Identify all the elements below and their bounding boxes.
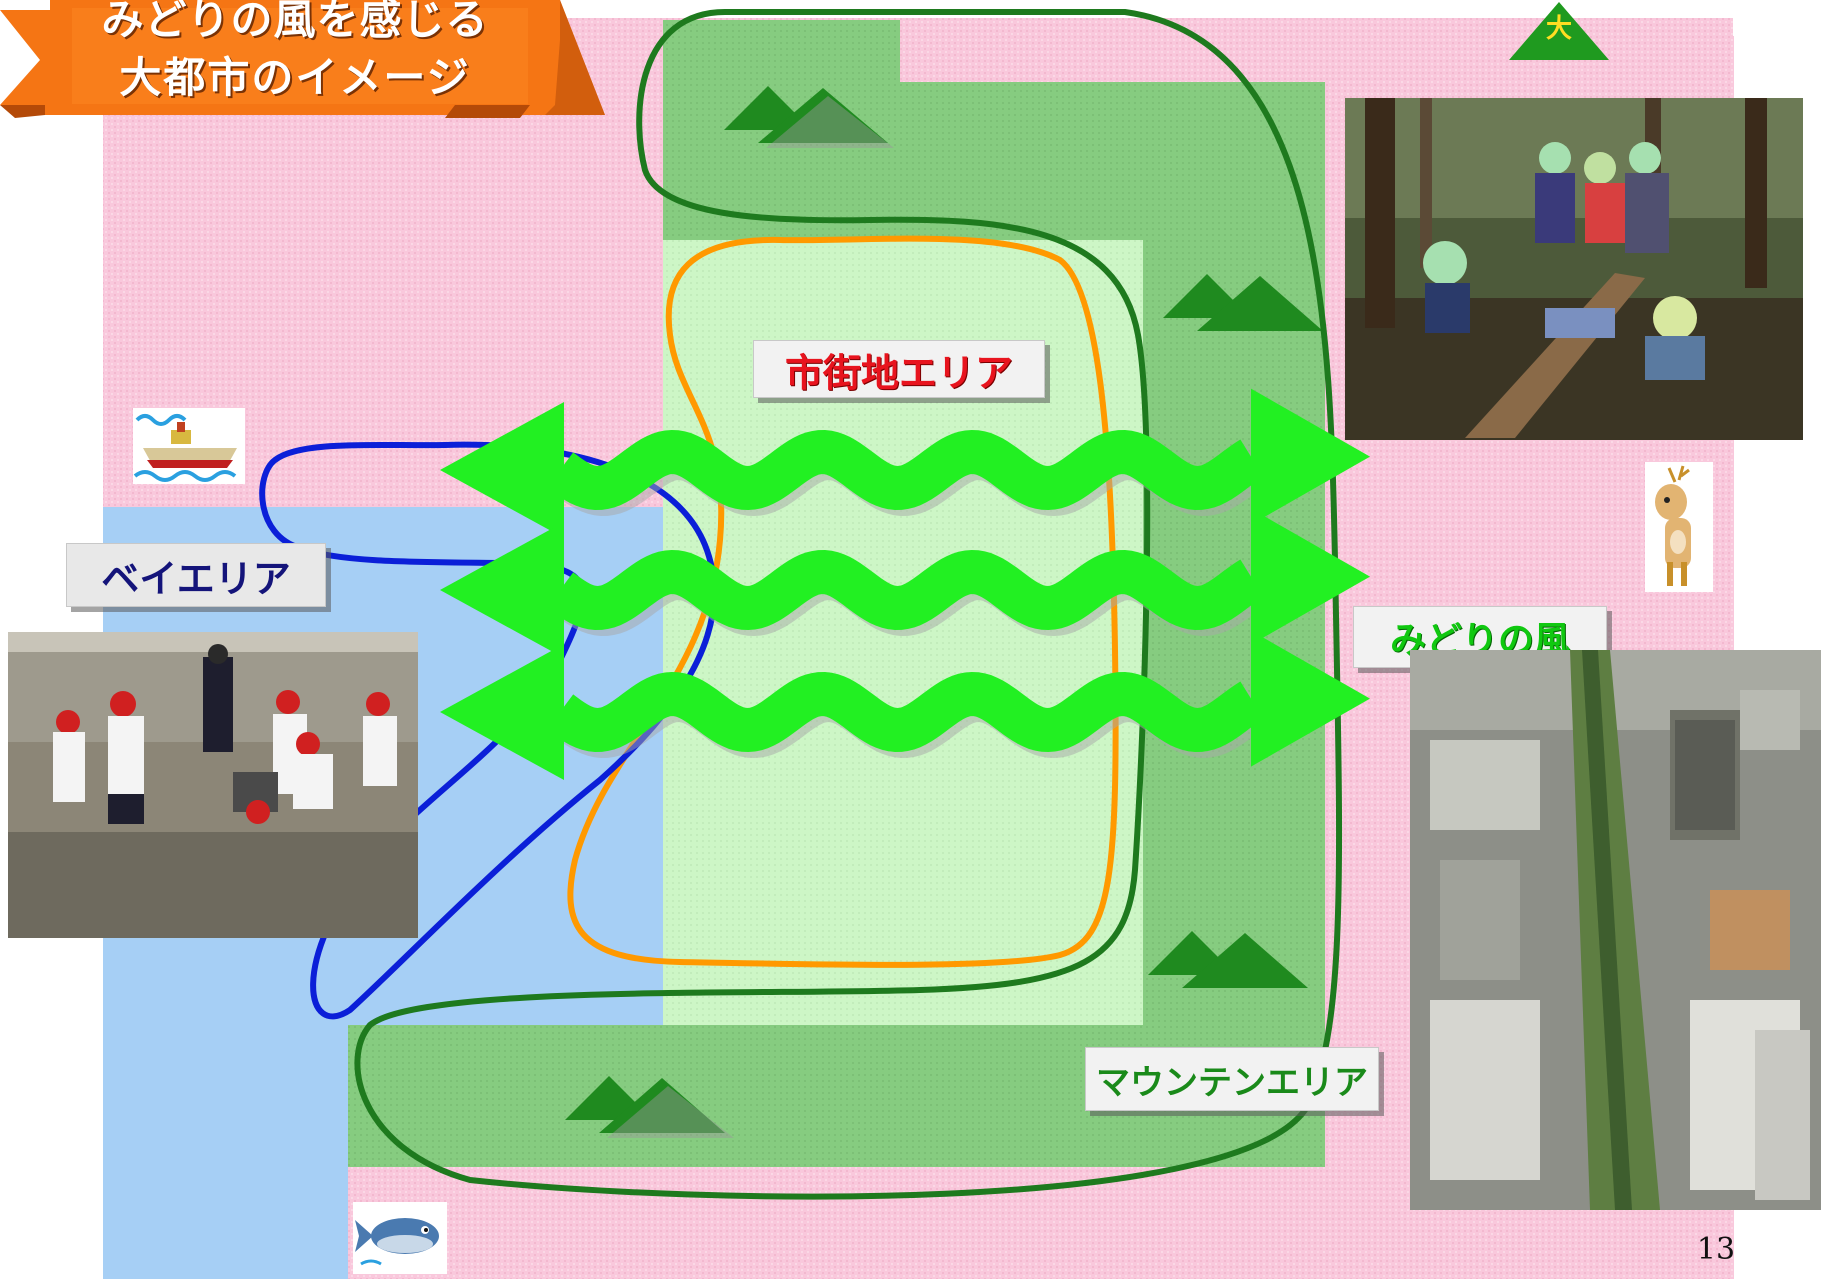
wind-arrow-middle-left-head — [440, 522, 564, 658]
city-boundary — [567, 235, 1119, 968]
wind-arrow-middle — [440, 508, 1370, 658]
wind-arrow-bottom-right-head — [1251, 630, 1370, 767]
title-line2: 大都市のイメージ — [119, 53, 471, 102]
boat-icon — [133, 408, 245, 484]
wind-arrow-top — [440, 388, 1370, 538]
forest-activity-photo — [1345, 98, 1803, 440]
title-line1: みどりの風を感じる — [101, 0, 489, 44]
tidal-flat-activity-photo — [8, 632, 418, 938]
title-banner: みどりの風を感じる 大都市のイメージ — [0, 0, 620, 122]
city-area-label-text: 市街地エリア — [784, 350, 1013, 395]
wind-arrows — [440, 388, 1370, 780]
wind-arrow-bottom-left-head — [440, 644, 564, 780]
mountain-icon — [1163, 274, 1323, 331]
mountain-icon — [724, 86, 894, 148]
mountain-icon — [1148, 931, 1308, 988]
banner-shape — [0, 0, 605, 118]
mountain-badge: 大 — [1505, 0, 1613, 62]
wind-arrow-bottom — [440, 630, 1370, 780]
bay-area-label: ベイエリア — [66, 543, 326, 607]
wind-arrow-top-left-head — [440, 402, 564, 538]
wind-arrow-middle-right-head — [1251, 508, 1370, 645]
deer-icon — [1645, 462, 1713, 592]
mountain-area-label-text: マウンテンエリア — [1096, 1062, 1368, 1103]
mountain-badge-char: 大 — [1545, 14, 1572, 44]
page-number: 13 — [1696, 1232, 1736, 1267]
fish-icon — [353, 1202, 447, 1274]
wind-arrow-top-right-head — [1251, 388, 1370, 525]
bay-area-label-text: ベイエリア — [101, 556, 291, 601]
mountain-icon — [565, 1076, 734, 1138]
mountain-boundary — [354, 9, 1343, 1200]
city-area-label: 市街地エリア — [753, 340, 1045, 398]
city-aerial-photo — [1410, 650, 1821, 1210]
mountain-area-label: マウンテンエリア — [1085, 1047, 1379, 1111]
